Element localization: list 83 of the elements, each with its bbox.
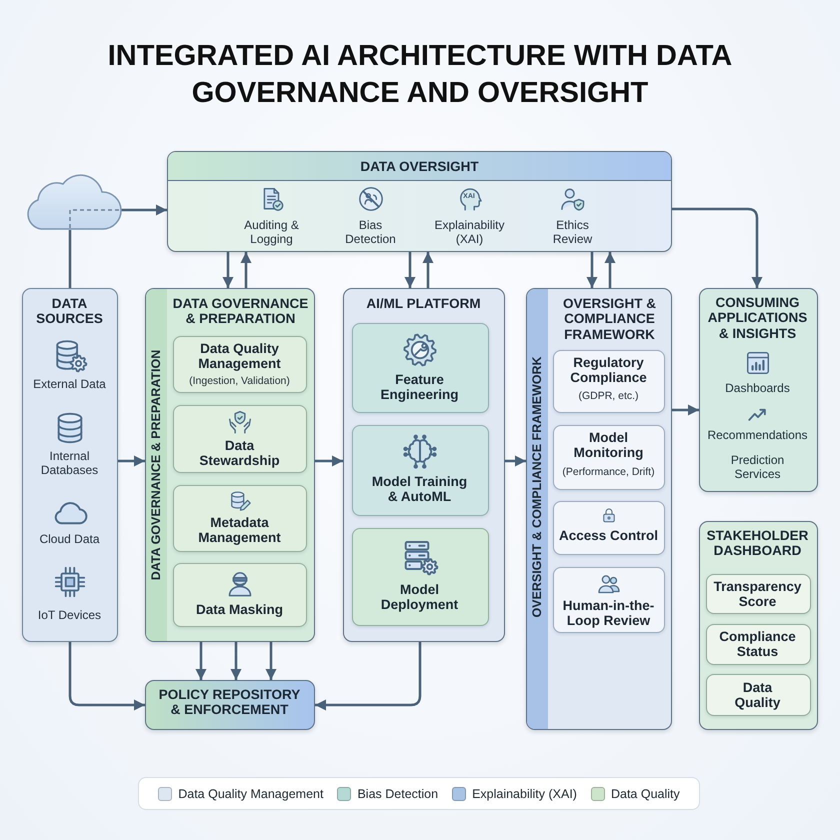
arrow <box>672 404 699 416</box>
box-label: Human-in-the-Loop Review <box>562 598 656 628</box>
panel <box>699 288 818 492</box>
panel <box>343 288 505 642</box>
process-box <box>172 562 306 626</box>
arrow <box>266 642 276 680</box>
arrow <box>586 252 598 288</box>
arrow <box>672 208 762 288</box>
panel <box>22 288 118 642</box>
panel <box>699 521 818 730</box>
item-label: Auditing & Logging <box>243 218 300 246</box>
arrow <box>505 456 526 466</box>
box-subtitle: (Performance, Drift) <box>561 466 656 478</box>
legend-label: Data Quality Management <box>178 786 324 800</box>
panel <box>526 288 672 730</box>
panel-title: POLICY REPOSITORY & ENFORCEMENT <box>158 686 302 718</box>
panel-title: DATA GOVERNANCE & PREPARATION <box>172 296 310 326</box>
item-label: Ethics Review <box>552 218 594 246</box>
box-label: Data Quality <box>734 680 782 710</box>
box-subtitle: (GDPR, etc.) <box>577 390 640 402</box>
panel-header: DATA OVERSIGHT <box>168 152 671 181</box>
box-label: Compliance Status <box>718 628 797 660</box>
panel-title: STAKEHOLDER DASHBOARD <box>706 528 810 558</box>
process-box <box>552 566 664 632</box>
box-label: Data Quality Management <box>197 340 282 372</box>
item-label: Explainability (XAI) <box>433 218 506 246</box>
arrow <box>422 252 434 288</box>
panel-title: DATA SOURCES <box>35 296 104 326</box>
diagram-title: INTEGRATED AI ARCHITECTURE WITH DATA GOVERNANCE AND OVERSIGHT <box>106 39 734 111</box>
arrow <box>68 642 145 710</box>
metric-box <box>706 674 810 716</box>
box-label: Transparency Score <box>712 578 802 610</box>
box-label: Regulatory Compliance <box>569 354 648 386</box>
panel-title: AI/ML PLATFORM <box>365 296 482 311</box>
arrow <box>230 642 242 680</box>
arrow <box>196 642 206 680</box>
process-box <box>552 500 664 554</box>
item-label: Cloud Data <box>38 532 101 546</box>
box-label: Data Stewardship <box>198 438 281 468</box>
panel-title: CONSUMING APPLICATIONS & INSIGHTS <box>706 294 808 341</box>
arrow <box>404 252 416 288</box>
process-box <box>172 336 306 392</box>
box-subtitle: (Ingestion, Validation) <box>188 374 291 386</box>
box-label: Data Masking <box>194 602 284 617</box>
box-label: Access Control <box>558 528 660 543</box>
arrow <box>222 252 234 288</box>
vertical-panel-title: OVERSIGHT & COMPLIANCE FRAMEWORK <box>530 356 544 618</box>
item-label: Recommendations <box>706 428 809 442</box>
panel <box>167 151 672 252</box>
item-label: IoT Devices <box>36 608 102 622</box>
item-label: Dashboards <box>724 380 791 394</box>
box-label: Model Monitoring <box>572 430 644 460</box>
process-box <box>172 484 306 552</box>
item-label: Prediction Services <box>730 452 786 480</box>
connector-line <box>68 230 72 288</box>
item-label: Bias Detection <box>344 218 397 246</box>
process-box <box>172 404 306 472</box>
process-box <box>352 322 488 412</box>
arrow <box>118 456 145 466</box>
legend-label: Bias Detection <box>357 786 438 800</box>
process-box <box>145 680 315 730</box>
item-label: External Data <box>32 376 107 390</box>
arrow <box>121 204 167 216</box>
arrow <box>315 456 343 466</box>
box-label: Model Training & AutoML <box>370 474 468 504</box>
process-box <box>352 424 488 516</box>
process-box <box>352 528 488 626</box>
panel-title: OVERSIGHT & COMPLIANCE FRAMEWORK <box>562 296 657 342</box>
vertical-panel-title: DATA GOVERNANCE & PREPARATION <box>148 349 162 580</box>
item-label: Internal Databases <box>40 448 100 476</box>
legend-label: Data Quality <box>610 786 680 800</box>
metric-box <box>706 624 810 664</box>
metric-box <box>706 574 810 614</box>
box-label: Model Deployment <box>380 582 460 612</box>
box-label: Feature Engineering <box>379 372 460 402</box>
panel <box>145 288 315 642</box>
arrow <box>315 642 422 710</box>
process-box <box>552 424 664 490</box>
legend-label: Explainability (XAI) <box>472 786 577 800</box>
process-box <box>552 350 664 412</box>
arrow <box>604 252 616 288</box>
arrow <box>240 252 252 288</box>
box-label: Metadata Management <box>197 514 282 546</box>
